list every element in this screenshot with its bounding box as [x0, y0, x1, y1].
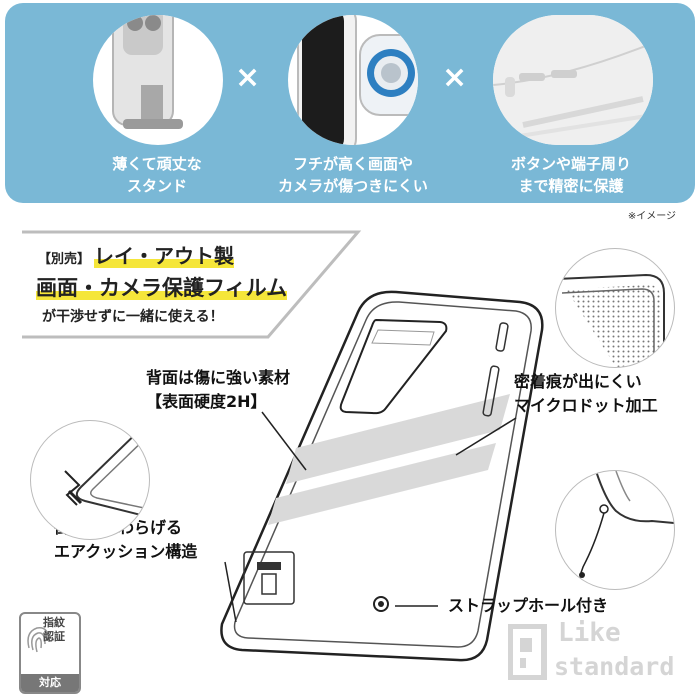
feature-caption-rim: フチが高く画面や カメラが傷つきにくい [253, 153, 453, 197]
feature-caption-line: フチが高く画面や [292, 155, 413, 173]
fingerprint-icon [27, 627, 50, 653]
microdot-label: 密着痕が出にくい マイクロドット加工 [514, 370, 658, 418]
feature-caption-line: カメラが傷つきにくい [278, 177, 428, 195]
logo-word2: standard [554, 652, 675, 681]
phone-case-outline [220, 290, 544, 662]
raised-rim-feature-image [288, 15, 418, 145]
headline-line3: が干渉せずに一緒に使える！ [42, 309, 224, 325]
stand-feature-image [93, 15, 223, 145]
badge-bottom: 対応 [21, 674, 79, 692]
logo-word1: Like [558, 618, 621, 648]
sold-separately-badge: 【別売】 [38, 252, 91, 267]
back-material-line2: 【表面硬度2H】 [146, 392, 267, 411]
headline-line2-row: 画面・カメラ保護フィルム [36, 272, 288, 302]
image-note: ※イメージ [627, 211, 676, 222]
headline-line1-row: 【別売】レイ・アウト製 [38, 240, 235, 269]
badge-line2: 認証 [43, 630, 65, 643]
badge-text: 指紋 認証 [43, 616, 65, 644]
strap-hole-label: ストラップホール付き [448, 596, 609, 615]
microdot-line2: マイクロドット加工 [514, 396, 658, 415]
like-standard-logo: Like standard [508, 618, 683, 688]
separator-times-1: × [235, 60, 261, 95]
feature-caption-stand: 薄くて頑丈な スタンド [57, 153, 257, 197]
feature-caption-line: ボタンや端子周り [510, 155, 631, 173]
feature-caption-line: まで精密に保護 [518, 177, 624, 195]
logo-mark-icon [508, 624, 547, 680]
separator-times-2: × [442, 60, 468, 95]
feature-caption-line: 薄くて頑丈な [112, 155, 202, 173]
badge-line1: 指紋 [43, 616, 65, 629]
button-protection-feature-image [493, 15, 653, 145]
microdot-detail-circle [555, 248, 675, 368]
headline-line2: 画面・カメラ保護フィルム [36, 276, 288, 300]
feature-caption-line: スタンド [126, 177, 187, 195]
feature-banner: × × 薄くて頑丈な スタンド フチが高く画面や カメラが傷つきにくい [5, 3, 695, 203]
air-cushion-detail-circle [30, 420, 150, 540]
strap-hole-detail-circle [555, 470, 675, 590]
back-material-line1: 背面は傷に強い素材 [146, 368, 291, 387]
back-material-label: 背面は傷に強い素材 【表面硬度2H】 [146, 366, 290, 414]
feature-caption-buttons: ボタンや端子周り まで精密に保護 [471, 153, 671, 197]
air-cushion-line2: エアクッション構造 [54, 542, 198, 561]
fingerprint-badge: 指紋 認証 対応 [19, 612, 81, 694]
headline-line1: レイ・アウト製 [94, 244, 235, 268]
microdot-line1: 密着痕が出にくい [514, 372, 642, 391]
